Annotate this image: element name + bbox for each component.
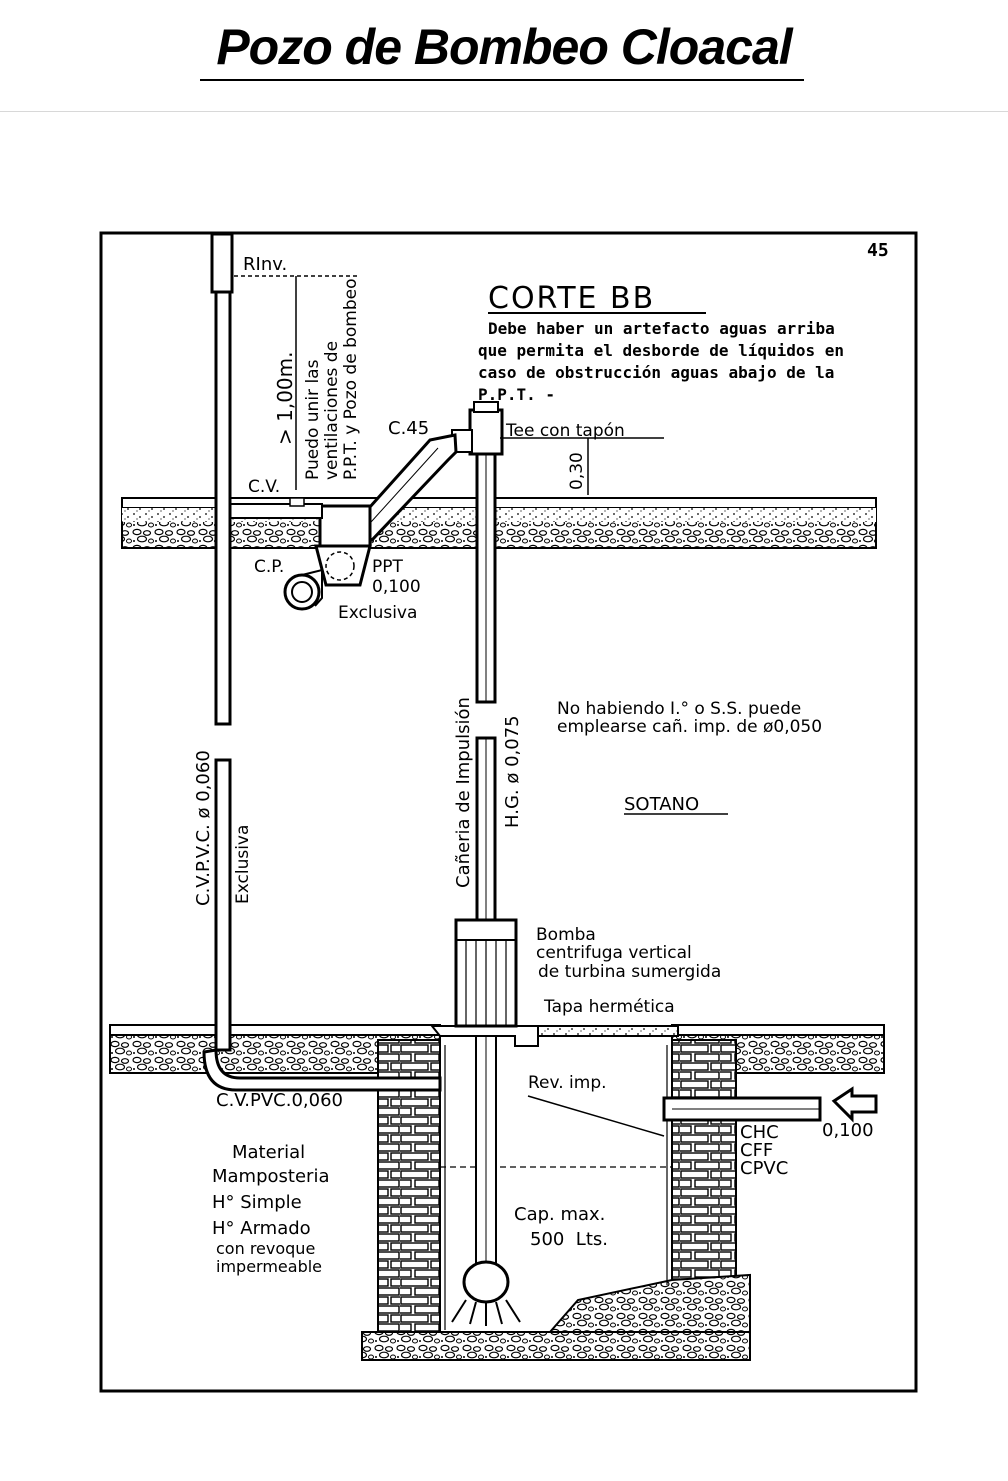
inlet-diameter-label: 0,100 [822,1120,874,1141]
vent-note-line-2: ventilaciones de [322,341,342,480]
rev-imp-label: Rev. imp. [528,1073,607,1093]
impulsion-pipe [475,438,497,922]
bomba-line-1: Bomba [536,925,596,945]
hermetic-cover [537,1025,679,1037]
page-number: 45 [867,240,889,261]
header-rule [0,111,1008,112]
vent-pipe [202,232,442,1092]
material-line-3: H° Simple [212,1192,302,1213]
hg-label: H.G. ø 0,075 [502,715,523,828]
ppt-label-line-2: 0,100 [372,577,421,597]
tee-with-cap [451,401,504,456]
title-underline [200,79,804,81]
material-line-5: con revoque [216,1239,315,1258]
pump [451,918,521,1326]
material-line-1: Material [232,1142,305,1163]
sotano-label: SOTANO [624,794,699,815]
ppt-vent-pipe [289,497,305,507]
material-line-6: impermeable [216,1257,322,1276]
note-line-3: caso de obstrucción aguas abajo de la [478,363,834,382]
note-line-4: P.P.T. - [478,385,555,404]
material-line-4: H° Armado [212,1218,311,1239]
section-title: CORTE BB [488,281,655,316]
vent-note-line-3: P.P.T. y Pozo de bombeo [341,279,361,481]
canieria-label: Cañeria de Impulsión [453,697,474,888]
inlet-pipe [662,1086,878,1123]
c45-label: C.45 [388,418,429,439]
inlet-line-1: CHC [740,1122,779,1143]
inlet-line-3: CPVC [740,1158,788,1179]
dim-030-label: 0,30 [567,452,587,490]
height-label: > 1,00m. [273,352,297,446]
upper-floor-slab [121,497,877,549]
page-title: Pozo de Bombeo Cloacal [216,19,792,75]
ppt-box [283,504,372,611]
exclusiva-top-label: Exclusiva [338,603,417,623]
tee-label: Tee con tapón [505,421,625,441]
inlet-arrow-icon [831,1086,878,1123]
cvpvc-vertical-label: C.V.P.V.C. ø 0,060 [193,750,214,906]
material-line-2: Mamposteria [212,1166,329,1187]
inlet-line-2: CFF [740,1140,773,1161]
elbow-45-pipe [349,433,458,542]
bomba-line-3: de turbina sumergida [538,962,721,982]
cap-line-2: 500 Lts. [530,1229,608,1250]
cv-label: C.V. [248,477,280,497]
bomba-line-2: centrifuga vertical [536,943,692,963]
note-line-1: Debe haber un artefacto aguas arriba [488,319,835,338]
cp-label: C.P. [254,557,284,577]
ppt-label-line-1: PPT [372,557,404,577]
pit-floor [361,1331,751,1361]
cap-line-1: Cap. max. [514,1204,605,1225]
r-inv-label: RInv. [243,254,287,275]
tapa-label: Tapa hermética [543,997,675,1017]
rev-imp-leader [527,1095,665,1137]
no-habiendo-line-2: emplearse cañ. imp. de ø0,050 [557,717,822,737]
pit-floor-slope [547,1273,751,1333]
no-habiendo-line-1: No habiendo I.° o S.S. puede [557,699,801,719]
vent-note-line-1: Puedo unir las [303,359,323,480]
exclusiva-vertical-label: Exclusiva [233,825,253,904]
cv-pvc-bottom-label: C.V.PVC.0,060 [216,1090,343,1111]
drawing-frame [99,231,918,1393]
note-line-2: que permita el desborde de líquidos en [478,341,844,360]
cv-branch-pipe [229,503,323,519]
